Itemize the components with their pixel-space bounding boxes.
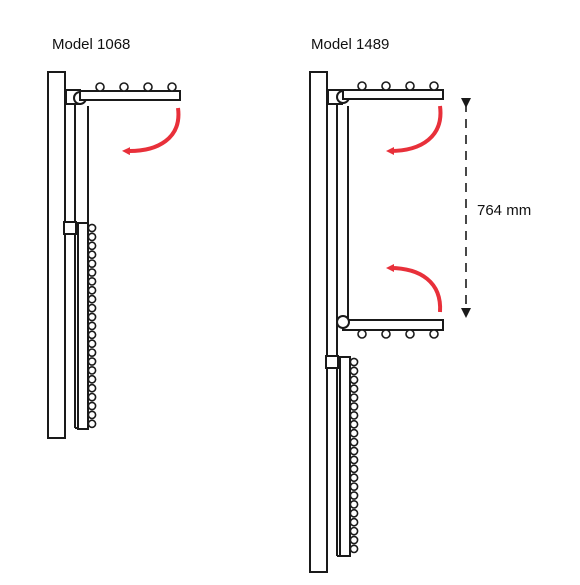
model-1489-title: Model 1489 — [311, 36, 390, 53]
wall-clip-1489 — [325, 355, 339, 369]
wall-1489 — [309, 71, 328, 573]
peg — [381, 81, 391, 91]
peg — [349, 499, 359, 509]
peg — [87, 259, 97, 268]
model-1068-title: Model 1068 — [52, 36, 131, 53]
dimension-label: 764 mm — [477, 202, 532, 219]
peg — [87, 365, 97, 375]
peg — [87, 250, 97, 260]
peg — [349, 517, 359, 527]
peg — [349, 491, 359, 500]
fold-arrow-1489-bottom — [386, 264, 443, 313]
peg — [349, 393, 359, 402]
peg — [87, 321, 97, 331]
peg — [87, 401, 97, 411]
peg — [87, 419, 97, 429]
peg — [87, 294, 97, 304]
peg — [349, 366, 359, 376]
peg — [87, 303, 97, 313]
peg — [87, 232, 97, 242]
folded-bar-1489 — [339, 356, 351, 557]
peg — [87, 374, 97, 384]
pegs-arm-1068 — [95, 82, 177, 92]
peg — [349, 526, 359, 536]
wall-1068 — [47, 71, 66, 439]
peg — [349, 535, 359, 545]
pegs-arm-1489-top — [357, 81, 439, 91]
peg — [429, 329, 439, 339]
peg — [95, 82, 105, 92]
peg — [119, 82, 129, 92]
peg — [87, 339, 97, 349]
peg — [349, 410, 359, 420]
peg — [349, 428, 359, 438]
peg — [87, 285, 97, 295]
folded-bar-1068 — [77, 222, 89, 430]
peg — [405, 329, 415, 339]
peg — [405, 81, 415, 91]
peg — [349, 455, 359, 465]
peg — [349, 437, 359, 447]
peg — [349, 402, 359, 411]
model-1068-diagram — [47, 71, 181, 439]
peg — [357, 329, 367, 339]
peg — [87, 330, 97, 340]
arm-1068 — [79, 90, 181, 101]
peg — [349, 446, 359, 456]
pivot-1489-bottom — [336, 315, 350, 329]
peg — [349, 508, 359, 518]
arm-1489-top — [342, 89, 444, 100]
peg — [87, 357, 97, 366]
fold-arrow-1489-top — [386, 105, 443, 155]
peg — [87, 268, 97, 277]
pegs-folded-1489 — [349, 357, 359, 554]
peg — [87, 383, 97, 393]
peg — [349, 464, 359, 474]
peg — [87, 392, 97, 402]
peg — [87, 410, 97, 420]
peg — [349, 473, 359, 483]
peg — [349, 544, 359, 554]
peg — [167, 82, 177, 92]
peg — [349, 482, 359, 491]
arm-1489-bottom — [342, 319, 444, 331]
peg — [381, 329, 391, 339]
peg — [357, 81, 367, 91]
peg — [87, 223, 97, 233]
pegs-folded-1068 — [87, 223, 97, 429]
peg — [87, 348, 97, 357]
peg — [87, 312, 97, 322]
wall-clip-1068 — [63, 221, 77, 235]
peg — [143, 82, 153, 92]
fold-arrow-1068 — [122, 107, 181, 156]
peg — [349, 384, 359, 394]
pegs-arm-1489-bottom — [357, 329, 439, 339]
peg — [429, 81, 439, 91]
peg — [349, 375, 359, 385]
peg — [349, 357, 359, 367]
peg — [349, 419, 359, 429]
peg — [87, 276, 97, 286]
peg — [87, 241, 97, 251]
model-1489-diagram — [309, 71, 444, 573]
